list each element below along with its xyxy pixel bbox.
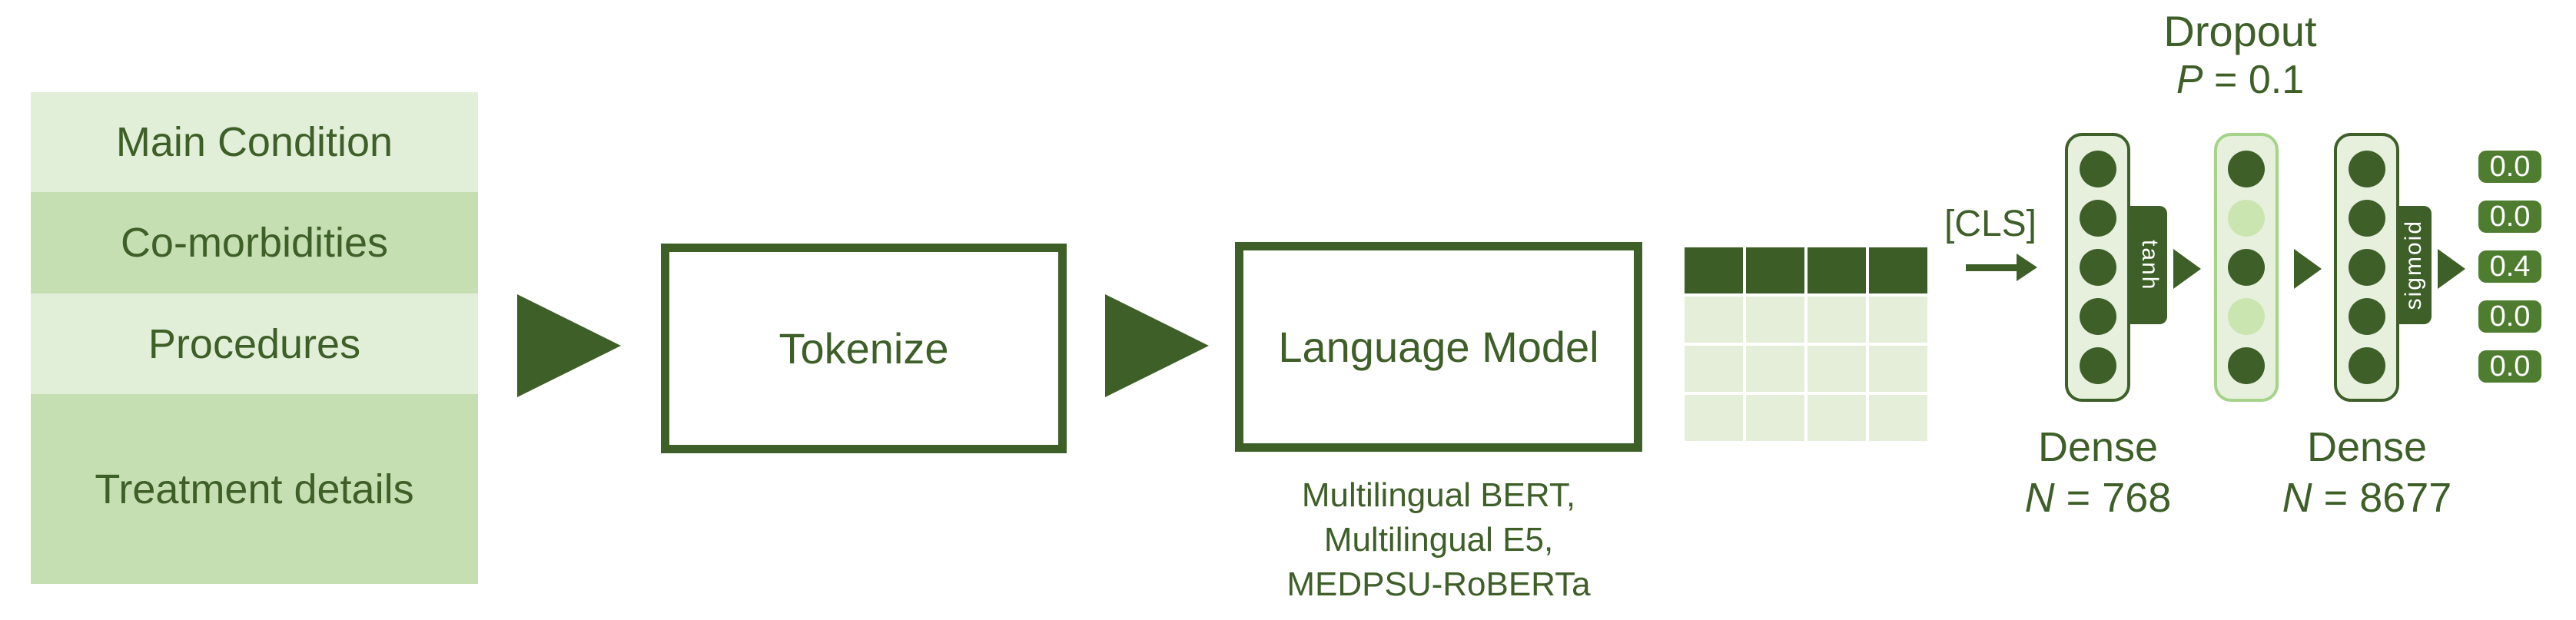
activation-label: sigmoid (2401, 220, 2426, 310)
matrix-row (1685, 395, 1927, 441)
matrix-row (1685, 297, 1927, 343)
neuron (2348, 347, 2385, 384)
matrix-cell (1685, 297, 1743, 343)
variant-line: MEDPSU-RoBERTa (1286, 565, 1591, 604)
matrix-cell (1808, 247, 1866, 293)
cls-arrow-icon (2017, 254, 2037, 281)
stack-row-main-condition: Main Condition (31, 92, 478, 192)
matrix-cell (1746, 346, 1804, 392)
language-model-box: Language Model (1235, 242, 1642, 452)
dropout-title: Dropout (2163, 7, 2317, 55)
neuron (2079, 200, 2116, 237)
output-badge: 0.4 (2478, 250, 2541, 283)
neuron (2228, 347, 2265, 384)
output-badge: 0.0 (2478, 151, 2541, 183)
flow-arrow-icon (2438, 249, 2465, 289)
dropout-param-value: = 0.1 (2203, 58, 2305, 103)
variant-line: Multilingual E5, (1323, 521, 1554, 559)
stack-row-treatment-details: Treatment details (31, 394, 478, 584)
flow-arrow-icon (2173, 249, 2201, 289)
stack-row-label: Main Condition (115, 119, 393, 165)
dense-units: N = 8677 (2252, 473, 2482, 524)
dense-units: N = 768 (1994, 473, 2202, 524)
flow-arrow-icon (2294, 249, 2322, 289)
neuron (2348, 298, 2385, 335)
stack-row-label: Procedures (148, 320, 361, 367)
matrix-cell (1685, 247, 1743, 293)
matrix-cell (1869, 297, 1927, 343)
matrix-cell (1746, 297, 1804, 343)
neuron (2079, 249, 2116, 286)
neuron (2228, 298, 2265, 335)
matrix-cell (1869, 247, 1927, 293)
stack-row-label: Co-morbidities (120, 220, 389, 266)
cls-arrow-icon (1966, 264, 2018, 271)
dense-caption: Dense (2037, 424, 2159, 470)
neuron (2079, 347, 2116, 384)
matrix-cell (1685, 395, 1743, 441)
stack-row-procedures: Procedures (31, 293, 478, 394)
neuron (2228, 200, 2265, 237)
dropout-layer (2214, 133, 2279, 402)
neuron (2348, 151, 2385, 187)
neuron (2079, 298, 2116, 335)
token-embedding-matrix (1685, 247, 1927, 441)
matrix-cell (1808, 297, 1866, 343)
tokenize-box: Tokenize (661, 244, 1067, 453)
dropout-annotation: Dropout P = 0.1 (2110, 6, 2371, 104)
neuron (2348, 200, 2385, 237)
output-probabilities: 0.0 0.0 0.4 0.0 0.0 (2478, 151, 2541, 383)
cls-token-label: [CLS] (1944, 204, 2037, 244)
input-stack: Main Condition Co-morbidities Procedures… (31, 92, 478, 584)
dense-sigmoid-layer (2334, 133, 2399, 402)
neuron (2228, 249, 2265, 286)
language-model-variants: Multilingual BERT, Multilingual E5, MEDP… (1235, 473, 1642, 607)
matrix-cell (1746, 395, 1804, 441)
tokenize-label: Tokenize (778, 324, 949, 373)
matrix-cell (1869, 346, 1927, 392)
dropout-param: P = 0.1 (2110, 57, 2371, 104)
dense-units-symbol: N (2024, 474, 2055, 521)
flow-arrow-icon (1105, 294, 1209, 397)
dense-units-value: = 8677 (2312, 474, 2452, 521)
dense-caption: Dense (2306, 424, 2428, 470)
output-badge: 0.0 (2478, 300, 2541, 333)
matrix-cell (1746, 247, 1804, 293)
dense-units-symbol: N (2282, 474, 2312, 521)
stack-row-label: Treatment details (95, 466, 414, 512)
dense-8677-caption: Dense N = 8677 (2252, 423, 2482, 524)
dense-tanh-layer (2065, 133, 2130, 402)
activation-label: tanh (2137, 239, 2163, 291)
variant-line: Multilingual BERT, (1301, 476, 1576, 514)
output-badge: 0.0 (2478, 201, 2541, 233)
matrix-cell (1808, 346, 1866, 392)
language-model-label: Language Model (1278, 323, 1599, 371)
stack-row-comorbidities: Co-morbidities (31, 192, 478, 293)
matrix-cell (1869, 395, 1927, 441)
neuron (2079, 151, 2116, 187)
neuron (2228, 151, 2265, 187)
dense-units-value: = 768 (2054, 474, 2172, 521)
dropout-param-symbol: P (2176, 58, 2203, 103)
neuron (2348, 249, 2385, 286)
matrix-row (1685, 247, 1927, 293)
dense-768-caption: Dense N = 768 (1994, 423, 2202, 524)
matrix-cell (1808, 395, 1866, 441)
flow-arrow-icon (517, 294, 621, 397)
output-badge: 0.0 (2478, 350, 2541, 383)
matrix-cell (1685, 346, 1743, 392)
matrix-row (1685, 346, 1927, 392)
